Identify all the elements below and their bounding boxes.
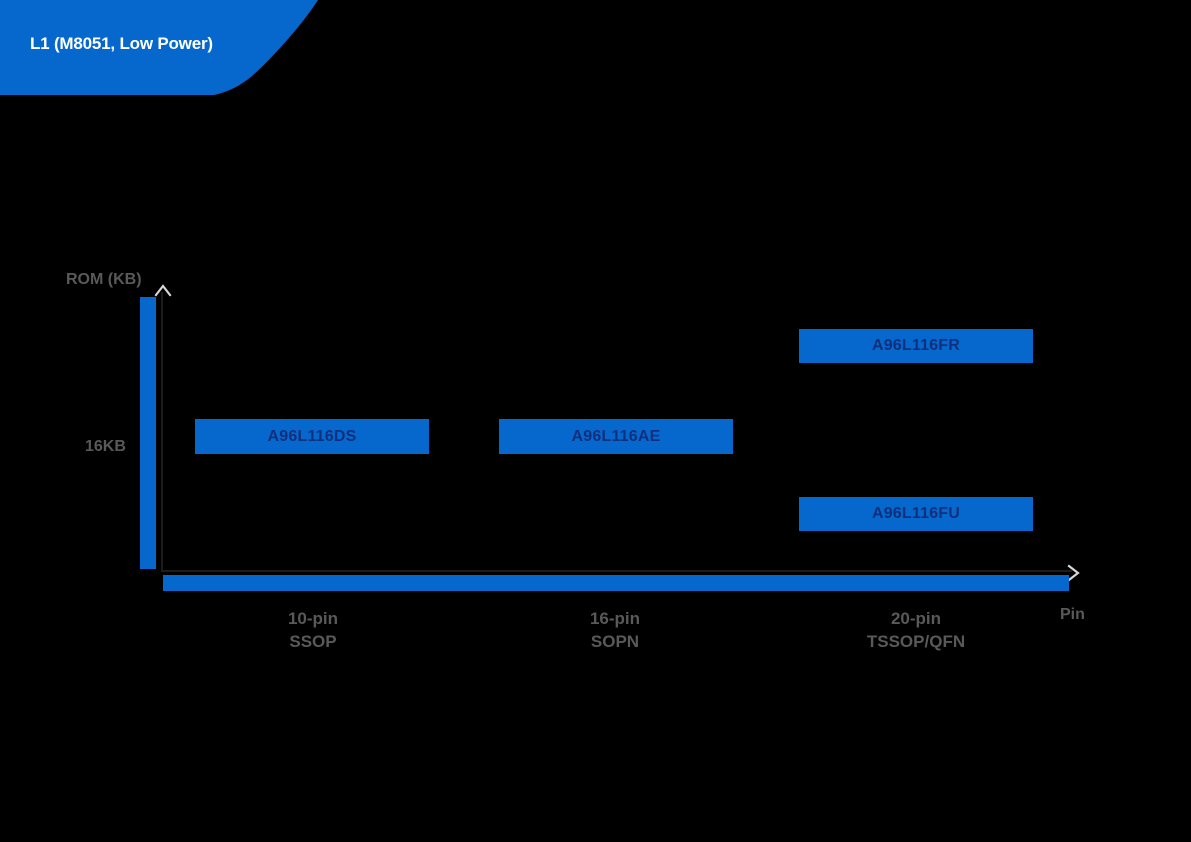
x-axis-tick-20-pin-line1: 20-pin xyxy=(890,609,942,628)
x-axis-tick-16-pin-line2: SOPN xyxy=(590,632,640,651)
product-bar-a96l116fr[interactable]: A96L116FR xyxy=(799,329,1033,363)
x-axis-bar xyxy=(163,575,1069,591)
x-axis-title: Pin xyxy=(1060,606,1085,623)
page-title: L1 (M8051, Low Power) xyxy=(30,34,213,53)
x-axis-tick-20-pin-line2: TSSOP/QFN xyxy=(866,632,966,651)
header-banner: L1 (M8051, Low Power) xyxy=(0,0,340,96)
product-label-a96l116ds: A96L116DS xyxy=(267,427,357,445)
x-axis-tick-10-pin-line1: 10-pin xyxy=(287,609,339,628)
product-bar-a96l116ds[interactable]: A96L116DS xyxy=(195,419,429,454)
product-bar-a96l116fu[interactable]: A96L116FU xyxy=(799,497,1033,531)
product-label-a96l116fr: A96L116FR xyxy=(871,337,961,354)
x-axis-tick-10-pin: 10-pin SSOP xyxy=(203,607,423,653)
product-label-a96l116ae: A96L116AE xyxy=(571,427,661,445)
x-axis-tick-16-pin: 16-pin SOPN xyxy=(505,607,725,653)
x-axis-tick-20-pin: 20-pin TSSOP/QFN xyxy=(806,607,1026,653)
x-axis-tick-10-pin-line2: SSOP xyxy=(289,632,337,651)
y-axis-bar xyxy=(140,297,156,569)
y-axis-tick-16kb: 16KB xyxy=(85,438,126,455)
x-axis-tick-16-pin-line1: 16-pin xyxy=(589,609,641,628)
product-bar-a96l116ae[interactable]: A96L116AE xyxy=(499,419,733,454)
y-axis-line xyxy=(161,292,163,572)
header-banner-shape xyxy=(0,0,318,95)
y-axis-title: ROM (KB) xyxy=(66,271,142,288)
x-axis-line xyxy=(161,570,1072,572)
y-axis-arrow-icon xyxy=(154,283,172,297)
product-label-a96l116fu: A96L116FU xyxy=(871,505,961,522)
x-axis-arrow-icon xyxy=(1066,564,1082,582)
